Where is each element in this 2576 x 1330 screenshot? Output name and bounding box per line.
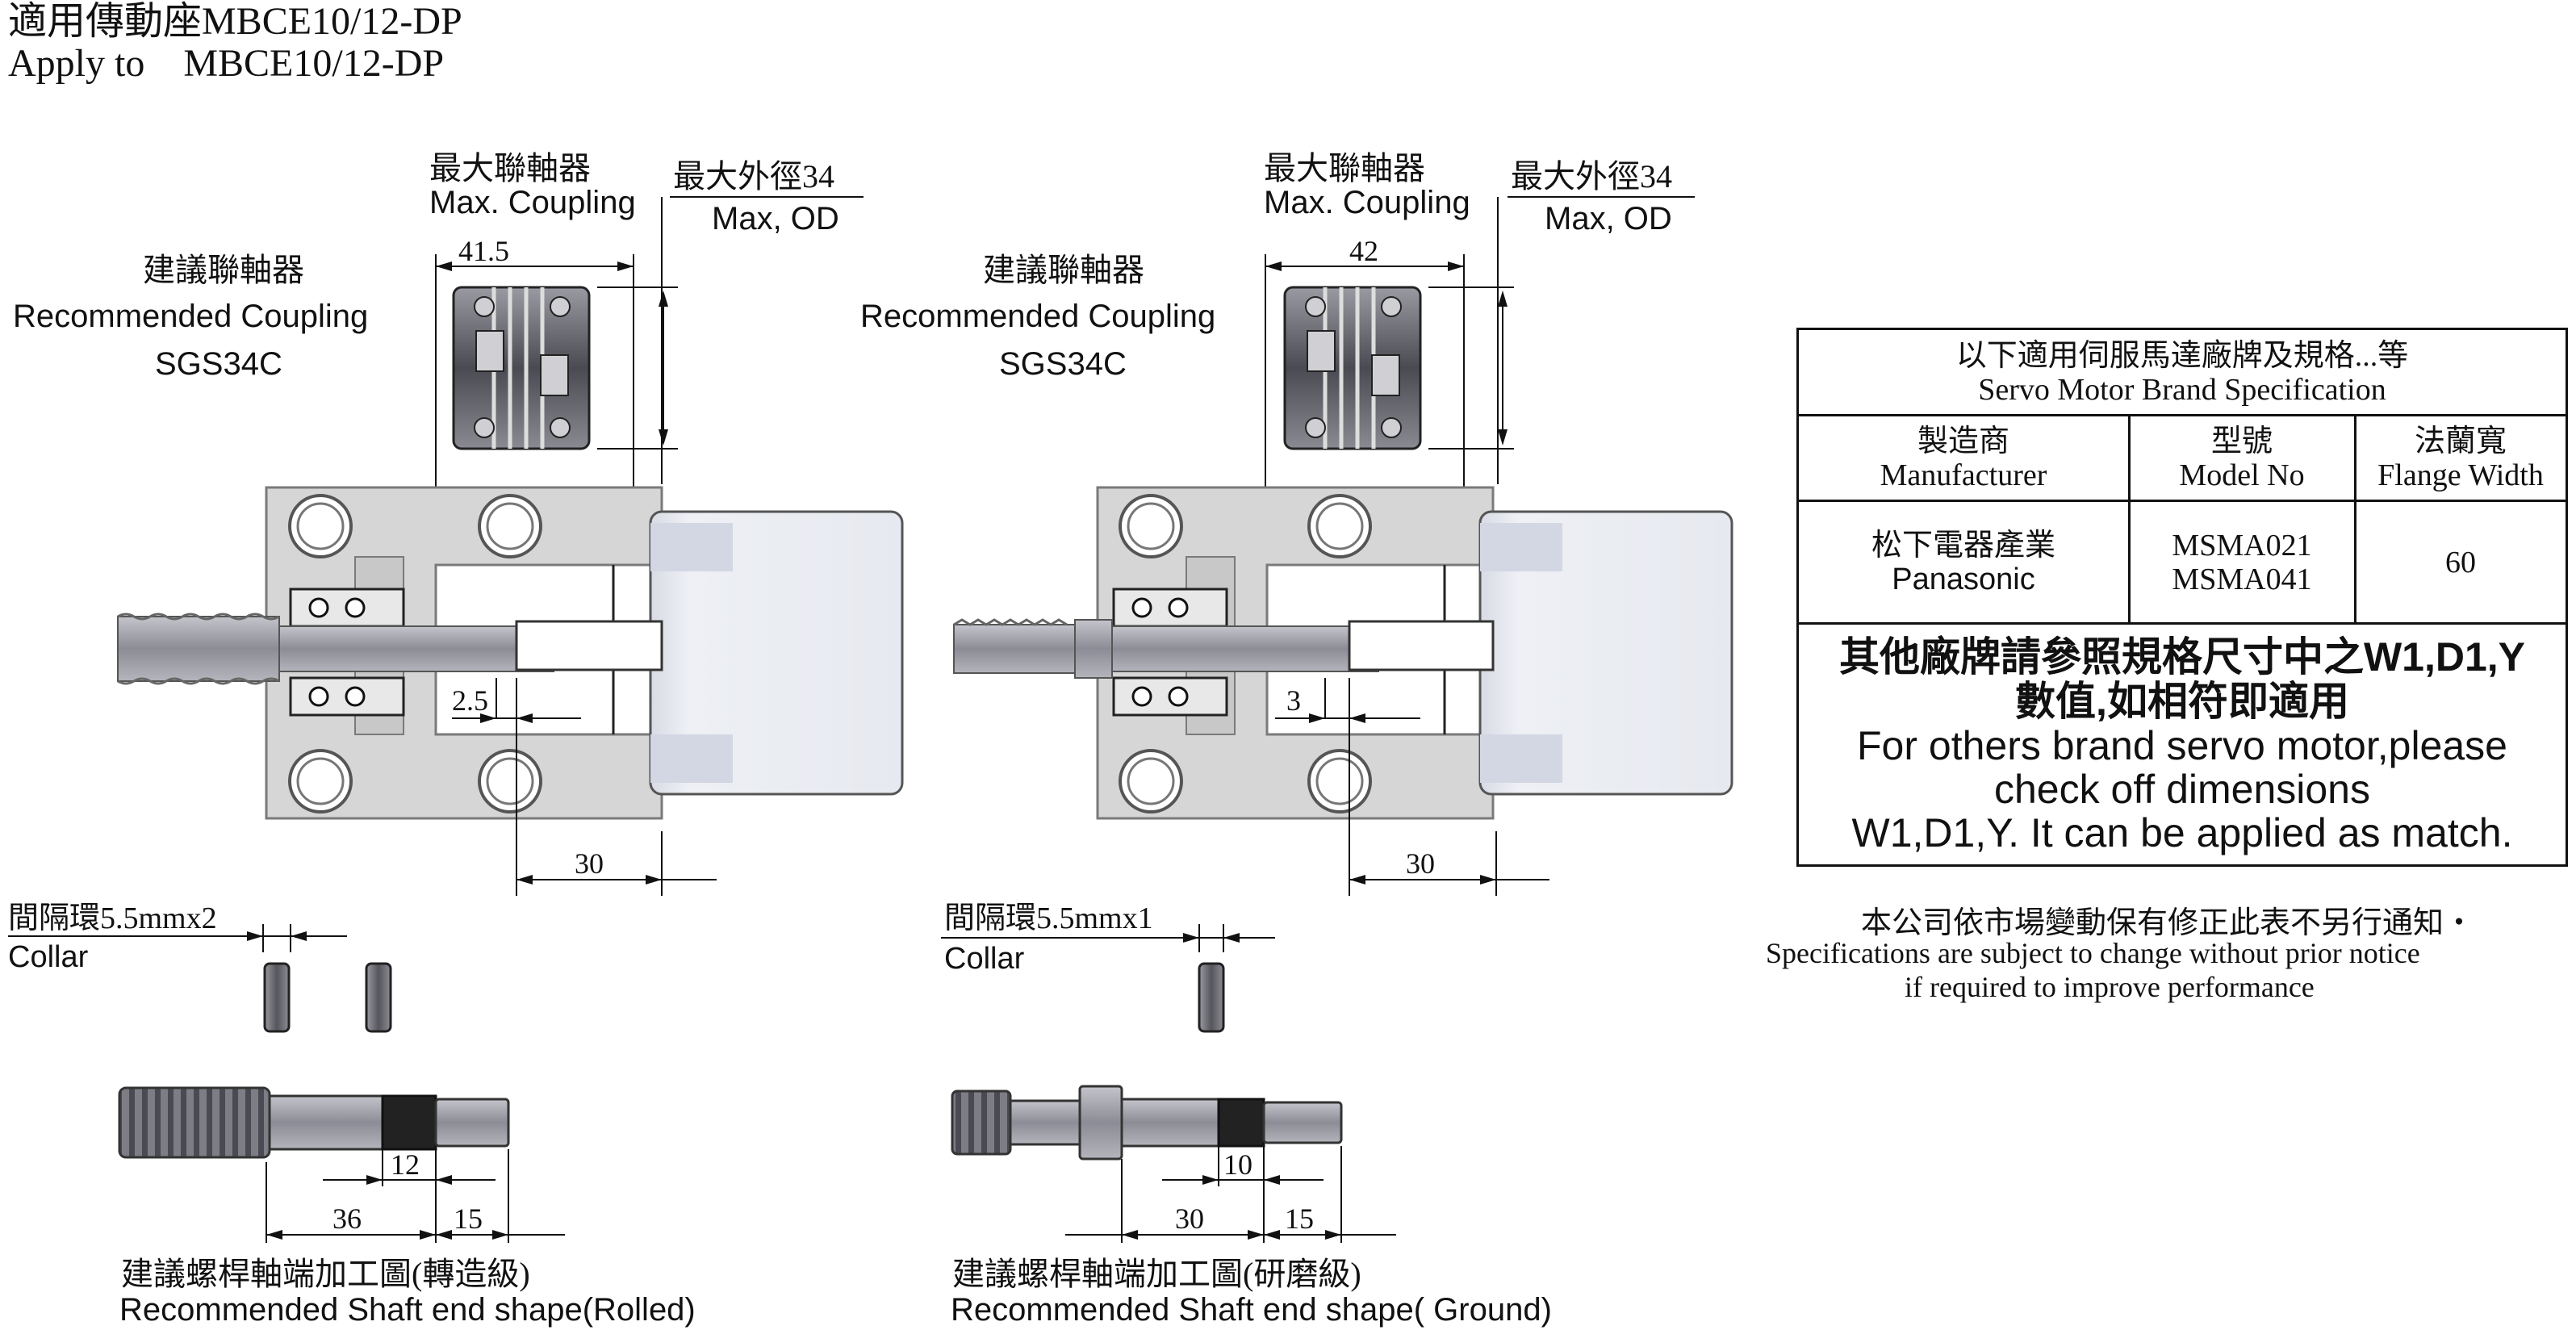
left-max-od-zh: 最大外徑34 [673,158,834,194]
right-motor [1348,510,1733,796]
col-header-manufacturer-en: Manufacturer [1880,458,2047,492]
note-en-line2: check off dimensions [1994,766,2370,812]
disclaimer-en-line2: if required to improve performance [1905,971,2315,1003]
col-header-flange: 法蘭寬 Flange Width [2356,416,2566,500]
row-model-1: MSMA021 [2172,529,2312,563]
left-shaft-end [118,1086,510,1159]
spec-table-title-en: Servo Motor Brand Specification [1978,373,2386,407]
right-shaft-caption-en: Recommended Shaft end shape( Ground) [951,1292,1552,1328]
right-dim-thread: 10 [1223,1148,1252,1181]
note-zh-line1: 其他廠牌請參照規格尺寸中之W1,D1,Y [1838,634,2526,680]
note-zh-line2: 數值,如相符即適用 [2015,678,2349,724]
right-collar-1 [1198,962,1225,1033]
right-shaft-caption-zh: 建議螺桿軸端加工圖(研磨級) [952,1256,1361,1292]
right-collar-zh: 間隔環5.5mmx1 [944,901,1153,935]
left-motor [515,510,904,796]
left-coupling [452,286,591,450]
right-rec-coupling-en: Recommended Coupling [860,299,1215,334]
left-max-od-en: Max, OD [712,201,839,236]
left-shaft-caption-zh: 建議螺桿軸端加工圖(轉造級) [121,1256,530,1292]
col-header-model: 型號 Model No [2130,416,2354,500]
left-rec-coupling-zh: 建議聯軸器 [143,252,304,288]
col-header-flange-zh: 法蘭寬 [2414,425,2507,458]
row-models: MSMA021 MSMA041 [2130,502,2354,623]
left-rec-coupling-en: Recommended Coupling [13,299,368,334]
left-dim-thread: 12 [391,1148,420,1181]
row-flange: 60 [2356,502,2566,623]
left-dim-coupling-len: 41.5 [458,235,509,267]
left-dim-motor: 30 [575,847,604,880]
right-assembly: 最大聯軸器 Max. Coupling 最大外徑34 Max, OD 建議聯軸器… [860,150,1733,1328]
right-dim-shaft-a: 30 [1175,1202,1204,1235]
left-dim-shaft-b: 15 [454,1202,483,1235]
col-header-model-zh: 型號 [2210,425,2273,458]
left-max-coupling-zh: 最大聯軸器 [429,150,591,186]
left-assembly: 最大聯軸器 Max. Coupling 最大外徑34 Max, OD 建議聯軸器… [8,150,904,1328]
spec-table-note: 其他廠牌請參照規格尺寸中之W1,D1,Y 數值,如相符即適用 For other… [1799,625,2566,864]
right-rec-coupling-model: SGS34C [999,346,1127,382]
left-collar-en: Collar [8,940,89,974]
left-max-coupling-en: Max. Coupling [429,185,636,220]
right-coupling [1283,286,1422,450]
row-manufacturer: 松下電器產業 Panasonic [1799,502,2128,623]
right-dim-shaft-b: 15 [1285,1202,1314,1235]
col-header-manufacturer-zh: 製造商 [1917,425,2009,458]
right-dim-motor: 30 [1406,847,1435,880]
note-en-line1: For others brand servo motor,please [1857,722,2507,768]
left-collar-2 [365,962,392,1033]
col-header-manufacturer: 製造商 Manufacturer [1799,416,2128,500]
left-shaft-caption-en: Recommended Shaft end shape(Rolled) [119,1292,696,1328]
right-max-coupling-en: Max. Coupling [1264,185,1470,220]
row-manufacturer-zh: 松下電器產業 [1871,529,2055,563]
disclaimer-zh: 本公司依市場變動保有修正此表不另行通知・ [1861,906,2475,940]
spec-table-title-zh: 以下適用伺服馬達廠牌及規格...等 [1955,339,2409,373]
row-manufacturer-en: Panasonic [1892,563,2035,596]
left-dim-shaft-a: 36 [332,1202,362,1235]
left-rec-coupling-model: SGS34C [155,346,282,382]
right-max-coupling-zh: 最大聯軸器 [1264,150,1425,186]
spec-table-title: 以下適用伺服馬達廠牌及規格...等 Servo Motor Brand Spec… [1799,330,2566,416]
apply-to-label: Apply to [8,42,145,85]
left-collar-zh: 間隔環5.5mmx2 [8,901,217,935]
servo-spec-table: 以下適用伺服馬達廠牌及規格...等 Servo Motor Brand Spec… [1796,328,2568,867]
left-collar-1 [263,962,291,1033]
col-header-model-en: Model No [2179,458,2305,492]
right-dim-coupling-len: 42 [1349,235,1378,267]
col-header-flange-en: Flange Width [2377,458,2544,492]
right-shaft-end [951,1085,1343,1161]
right-screw-shaft [953,618,1379,679]
row-flange-width: 60 [2445,546,2476,579]
left-dim-gap: 2.5 [452,684,488,717]
disclaimer-en-line1: Specifications are subject to change wit… [1766,937,2420,969]
right-max-od-zh: 最大外徑34 [1511,158,1672,194]
page-title-en: Apply to MBCE10/12-DP [8,42,444,86]
page-title-zh: 適用傳動座MBCE10/12-DP [8,0,462,43]
row-model-2: MSMA041 [2172,563,2312,596]
left-screw-shaft [117,613,554,685]
right-rec-coupling-zh: 建議聯軸器 [983,252,1144,288]
apply-to-model: MBCE10/12-DP [183,42,445,85]
right-max-od-en: Max, OD [1545,201,1672,236]
right-collar-en: Collar [944,942,1025,976]
right-dim-gap: 3 [1286,684,1301,717]
note-en-line3: W1,D1,Y. It can be applied as match. [1851,809,2513,855]
